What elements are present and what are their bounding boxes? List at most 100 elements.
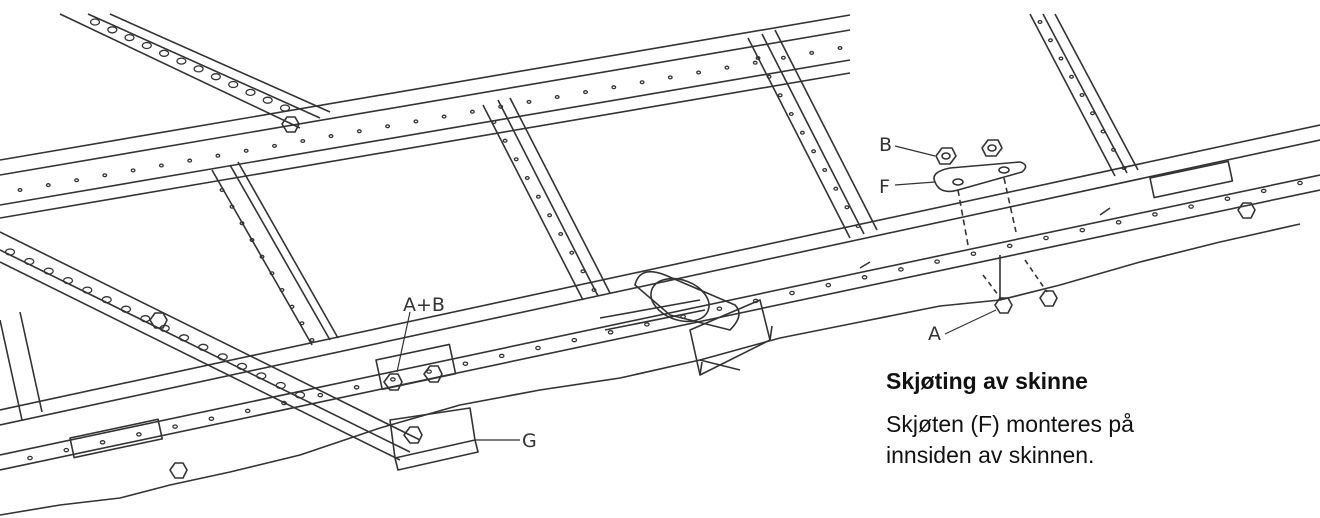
- rail-hole: [289, 304, 295, 309]
- label-a: A: [928, 323, 941, 345]
- rail-hole: [193, 65, 204, 73]
- rail-hole: [591, 287, 597, 293]
- rail-hole: [385, 124, 391, 129]
- rail-hole: [1152, 212, 1158, 217]
- rail-hole: [244, 408, 251, 414]
- vertical-rungs: [0, 13, 1139, 421]
- lower-rail: [0, 124, 1320, 516]
- bracket-g: [389, 407, 479, 471]
- left-joint: [375, 343, 457, 391]
- rail-hole: [101, 296, 112, 304]
- rail-hole: [799, 130, 805, 135]
- rail-hole: [27, 455, 33, 461]
- rail-hole: [611, 85, 617, 90]
- rail-hole: [898, 267, 904, 272]
- rail-hole: [934, 259, 940, 264]
- rail-hole: [607, 330, 614, 335]
- rail-hole: [219, 187, 225, 193]
- rail-hole: [328, 134, 334, 139]
- rail-hole: [469, 109, 475, 114]
- rail-hole: [245, 88, 256, 97]
- rail-hole: [172, 424, 178, 429]
- rail-hole: [569, 250, 575, 255]
- rail-hole: [667, 75, 673, 80]
- rail-hole: [755, 55, 761, 61]
- rail-hole: [317, 392, 324, 398]
- rail-hole: [89, 18, 101, 26]
- rail-hole: [833, 186, 839, 191]
- rail-hole: [239, 221, 245, 226]
- rail-hole: [1100, 129, 1106, 134]
- rail-hole: [491, 119, 497, 125]
- rail-hole: [158, 49, 170, 57]
- rail-hole: [809, 50, 815, 55]
- rail-hole: [136, 432, 142, 437]
- rail-hole: [696, 70, 702, 75]
- rail-hole: [554, 94, 560, 100]
- rail-hole: [526, 99, 532, 104]
- rail-hole: [1058, 56, 1064, 61]
- rail-hole: [441, 114, 447, 119]
- rail-hole: [524, 175, 530, 181]
- rail-hole: [1079, 92, 1085, 98]
- rail-hole: [844, 205, 850, 210]
- bolts-a: [982, 259, 1058, 314]
- rail-hole: [299, 321, 305, 326]
- rail-hole: [24, 257, 35, 266]
- rail-holes: [4, 18, 1303, 461]
- caption-title: Skjøting av skinne: [886, 368, 1088, 394]
- rail-hole: [811, 149, 817, 154]
- rail-hole: [1111, 147, 1116, 152]
- rail-hole: [256, 372, 267, 380]
- rail-hole: [300, 138, 306, 144]
- upper-rail: [0, 14, 851, 219]
- rail-hole: [513, 157, 519, 162]
- rail-hole: [837, 45, 843, 51]
- rail-hole: [356, 129, 362, 134]
- rail-hole: [825, 282, 832, 288]
- rail-hole: [178, 334, 190, 342]
- rail-hole: [766, 74, 772, 79]
- rail-hole: [644, 322, 650, 327]
- caption: Skjøting av skinne Skjøten (F) monteres …: [886, 368, 1306, 471]
- rail-hole: [99, 440, 106, 445]
- rail-hole: [1037, 19, 1043, 25]
- rail-hole: [208, 416, 215, 421]
- label-f: F: [879, 176, 890, 198]
- rail-hole: [571, 337, 578, 343]
- label-b: B: [879, 134, 893, 156]
- rail-hole: [275, 381, 286, 390]
- rail-hole: [279, 287, 285, 293]
- rail-hole: [498, 104, 504, 109]
- rail-hole: [822, 167, 828, 173]
- rail-hole: [294, 391, 306, 399]
- rail-clamp: [599, 270, 773, 376]
- rail-hole: [639, 80, 645, 85]
- rail-hole: [855, 223, 861, 229]
- rail-hole: [176, 57, 187, 65]
- rail-hole: [17, 187, 23, 193]
- rail-hole: [1121, 165, 1127, 171]
- rail-hole: [210, 73, 222, 81]
- rail-hole: [62, 276, 74, 285]
- rail-hole: [1224, 196, 1231, 201]
- rail-hole: [462, 361, 469, 366]
- rail-hole: [353, 385, 360, 390]
- rail-hole: [4, 248, 16, 256]
- rail-hole: [43, 267, 54, 275]
- rail-hole: [558, 231, 564, 237]
- rail-hole: [752, 60, 758, 65]
- rail-hole: [788, 111, 794, 117]
- rail-hole: [1115, 220, 1122, 225]
- rail-hole: [262, 96, 273, 104]
- rail-hole: [215, 153, 221, 158]
- rail-hole: [141, 41, 152, 50]
- rail-hole: [716, 306, 723, 311]
- rail-hole: [74, 178, 80, 183]
- rail-hole: [780, 55, 786, 60]
- rail-hole: [1069, 74, 1074, 79]
- nuts-b: [935, 139, 1003, 165]
- rail-hole: [269, 271, 275, 276]
- rail-hole: [107, 26, 118, 34]
- leader-lines: [396, 145, 997, 441]
